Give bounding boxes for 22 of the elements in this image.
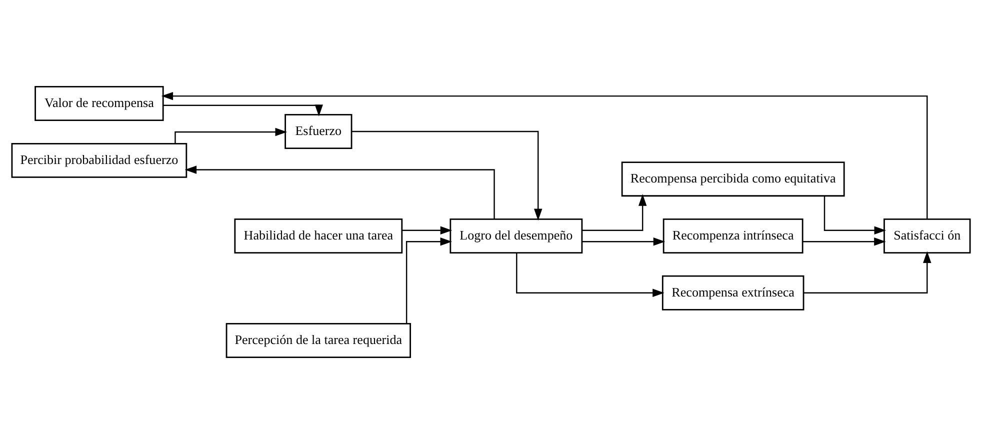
node-box: Esfuerzo (284, 114, 352, 148)
node-box: Recompenza intrínseca (662, 218, 804, 253)
node-box: Recompensa extrínseca (662, 274, 804, 310)
arrow (163, 104, 323, 116)
arrow (184, 165, 495, 218)
arrow (161, 91, 928, 219)
node-box: Recompensa percibida como equitativa (621, 161, 845, 196)
arrow (402, 226, 452, 234)
node-box: Logro del desempeño (450, 218, 583, 253)
node-box: Habilidad de hacer una tarea (234, 218, 403, 253)
arrow (406, 236, 452, 323)
arrow (352, 130, 542, 220)
arrow (804, 250, 932, 293)
node-box: Satisfacci ón (884, 218, 971, 253)
arrow (582, 194, 647, 230)
arrow (516, 252, 664, 297)
arrow (582, 236, 666, 246)
node-box: Percepción de la tarea requerida (226, 322, 411, 358)
node-box: Percibir probabilidad esfuerzo (11, 142, 188, 178)
node-box: Valor de recompensa (34, 86, 164, 121)
arrow (802, 236, 886, 246)
arrow (824, 195, 886, 234)
